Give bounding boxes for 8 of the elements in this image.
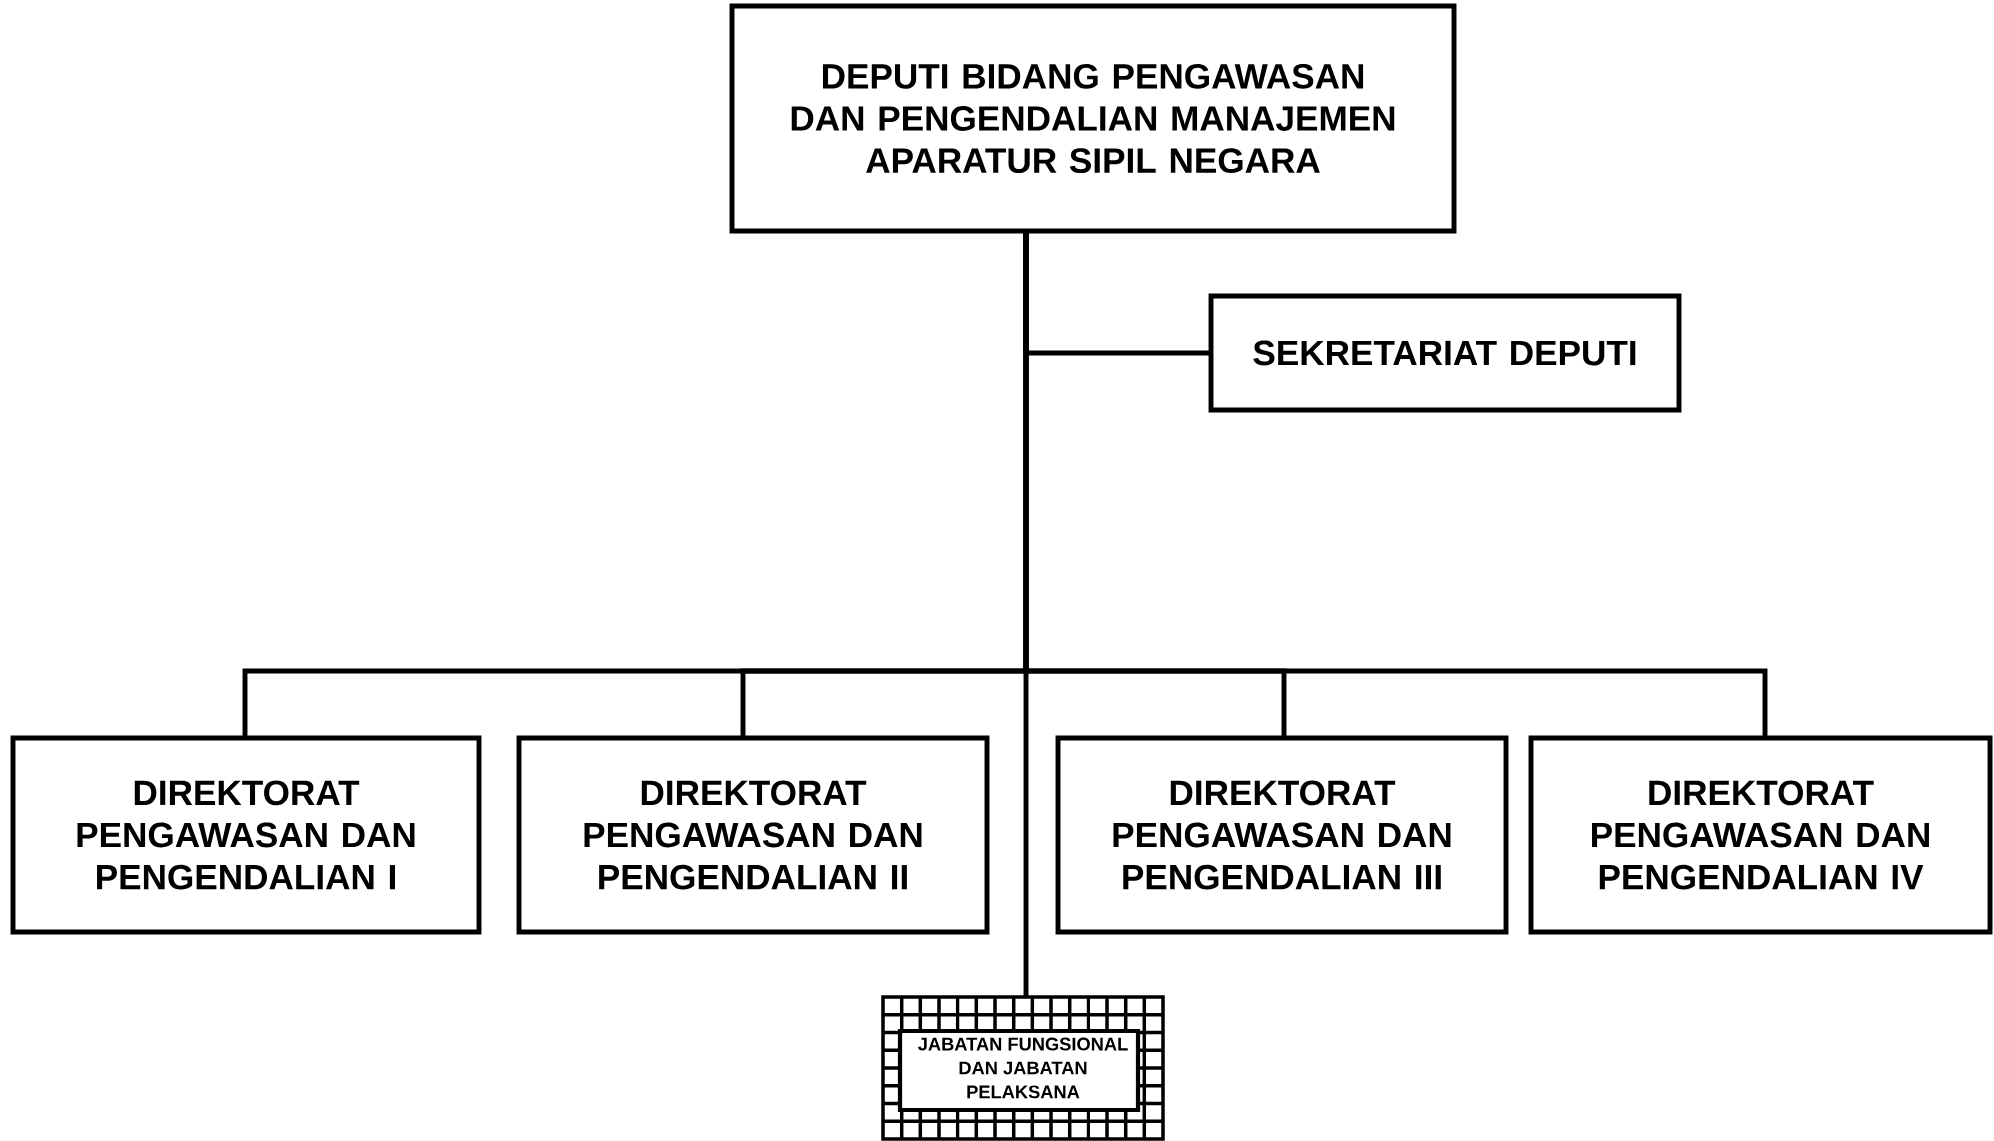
unit-box: SEKRETARIAT DEPUTI [1208, 293, 1682, 413]
unit-box: DIREKTORAT PENGAWASAN DAN PENGENDALIAN I [10, 735, 482, 935]
hatched-box: JABATAN FUNGSIONAL DAN JABATAN PELAKSANA [881, 995, 1165, 1141]
unit-box: DIREKTORAT PENGAWASAN DAN PENGENDALIAN II [516, 735, 990, 935]
unit-box: DEPUTI BIDANG PENGAWASAN DAN PENGENDALIAN MANAJEMEN APARATUR SIPIL NEGARA [729, 3, 1457, 234]
unit-box: DIREKTORAT PENGAWASAN DAN PENGENDALIAN III [1055, 735, 1509, 935]
unit-box: DIREKTORAT PENGAWASAN DAN PENGENDALIAN IV [1528, 735, 1993, 935]
connector-line [1023, 231, 1029, 997]
